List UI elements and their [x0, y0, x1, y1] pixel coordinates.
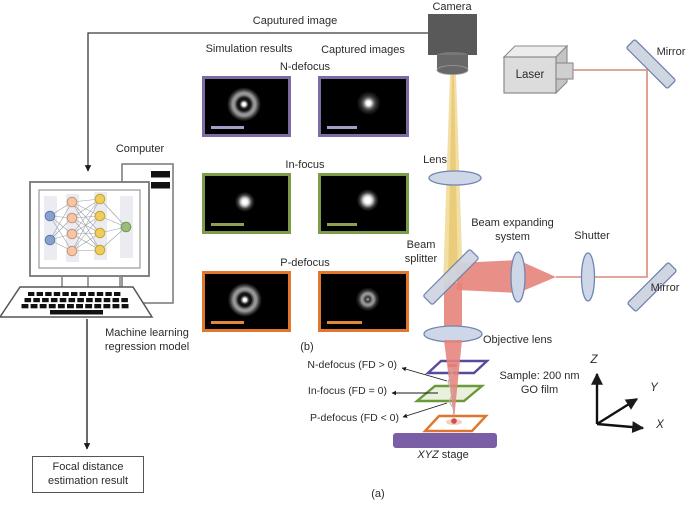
scale-bar	[211, 222, 244, 226]
coordinate-axes	[591, 372, 645, 434]
lens-label: Lens	[423, 154, 447, 166]
beam-expander-lens	[510, 251, 526, 303]
panel-simulation-p-defocus	[202, 271, 291, 332]
axis-x-label: X	[656, 419, 664, 431]
neural-network-graphic	[44, 192, 133, 262]
xyz-stage-rest: stage	[438, 449, 469, 461]
panel-simulation-n-defocus	[202, 76, 291, 137]
column-captured-label: Captured images	[321, 44, 405, 56]
panel-captured-n-defocus	[318, 76, 409, 137]
camera-lens-ring	[436, 65, 469, 75]
row-in-focus-label: In-focus	[285, 159, 325, 171]
axis-y-label: Y	[650, 382, 658, 394]
laser-beam-path	[556, 69, 648, 278]
beam-splitter-line1: Beam	[406, 239, 436, 251]
plane-in-focus	[413, 384, 486, 403]
beam-splitter-label: Beam splitter	[390, 239, 452, 267]
mirror-top-label: Mirror	[656, 46, 686, 58]
beam-splitter-line2: splitter	[404, 252, 438, 265]
panel-captured-in-focus	[318, 173, 409, 234]
result-box: Focal distance estimation result	[32, 456, 144, 493]
fd-n-defocus-label: N-defocus (FD > 0)	[307, 359, 397, 371]
sample-label: Sample: 200 nm GO film	[492, 370, 587, 398]
scale-bar	[211, 125, 244, 129]
red-beam-expanding	[457, 260, 556, 293]
scale-bar	[327, 320, 362, 324]
pointer-p-defocus	[402, 402, 448, 418]
camera-label: Camera	[432, 1, 472, 13]
tower-slot-2	[151, 182, 170, 189]
pointer-n-defocus	[401, 366, 448, 382]
mirror-bottom-label: Mirror	[650, 282, 680, 294]
n-defocus-sim-pattern	[205, 79, 288, 134]
objective-lens	[423, 325, 483, 343]
red-beam-focusing	[444, 340, 462, 420]
computer-label: Computer	[115, 143, 165, 155]
axis-z-label: Z	[590, 354, 598, 366]
result-line2: estimation result	[47, 474, 129, 487]
laser-label: Laser	[515, 69, 545, 81]
sample-line1: Sample: 200 nm	[499, 370, 580, 382]
ml-model-line1: Machine learning	[105, 327, 189, 339]
column-simulation-label: Simulation results	[205, 43, 293, 55]
in-focus-captured-pattern	[321, 176, 406, 231]
subfigure-a-label: (a)	[371, 488, 385, 500]
result-line1: Focal distance	[52, 460, 124, 473]
mirror-bottom	[627, 262, 677, 312]
panel-captured-p-defocus	[318, 271, 409, 332]
xyz-stage-block	[393, 433, 497, 448]
n-defocus-captured-pattern	[321, 79, 406, 134]
panel-simulation-in-focus	[202, 173, 291, 234]
objective-lens-label: Objective lens	[483, 334, 553, 346]
fd-in-focus-label: In-focus (FD = 0)	[307, 385, 387, 397]
fd-p-defocus-label: P-defocus (FD < 0)	[310, 412, 399, 424]
beam-expanding-line2: system	[495, 230, 530, 243]
laser-front-face	[503, 56, 557, 94]
shutter-label: Shutter	[574, 230, 610, 242]
beam-expanding-label: Beam expanding system	[455, 217, 570, 245]
keyboard-keys	[21, 292, 129, 309]
sample-line2: GO film	[520, 383, 559, 396]
laser-nozzle	[555, 62, 574, 80]
p-defocus-sim-pattern	[205, 274, 288, 329]
captured-image-label: Caputured image	[252, 15, 338, 27]
scale-bar	[327, 222, 357, 226]
shutter-lens	[580, 252, 596, 302]
keyboard-spacebar	[50, 310, 103, 315]
xyz-stage-label: XYZ stage	[388, 449, 498, 463]
row-p-defocus-label: P-defocus	[280, 257, 330, 269]
scale-bar	[327, 125, 357, 129]
ml-model-label: Machine learning regression model	[92, 327, 202, 355]
focus-spot	[451, 418, 457, 424]
beam-splitter	[423, 249, 479, 305]
captured-image-wire	[84, 32, 430, 172]
row-n-defocus-label: N-defocus	[279, 61, 331, 73]
tube-lens	[428, 170, 482, 186]
tower-slot-1	[151, 171, 170, 178]
in-focus-sim-pattern	[205, 176, 288, 231]
subfigure-b-label: (b)	[300, 341, 314, 353]
xyz-stage-italic: XYZ	[417, 449, 439, 461]
ml-model-line2: regression model	[104, 340, 190, 353]
mirror-top	[626, 39, 676, 89]
beam-expanding-line1: Beam expanding	[471, 217, 554, 229]
p-defocus-captured-pattern	[321, 274, 406, 329]
scale-bar	[211, 320, 244, 324]
camera-body	[428, 14, 477, 55]
beam-waist-squiggle	[447, 367, 455, 415]
